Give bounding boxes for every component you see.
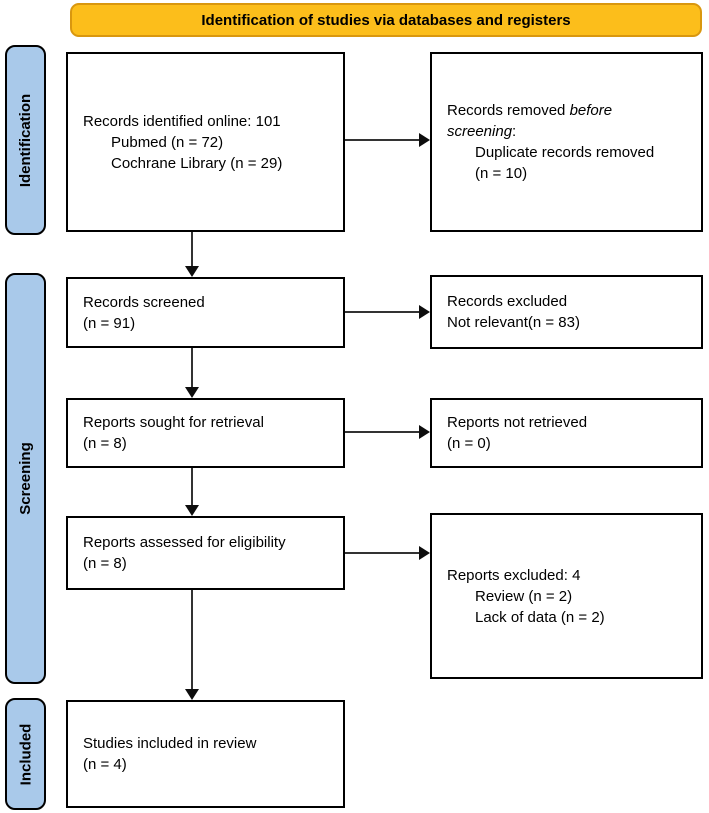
arrow-screened-to-excluded-head-icon	[419, 305, 430, 319]
arrow-identified-to-screened-head-icon	[185, 266, 199, 277]
box-text-line: Lack of data (n = 2)	[475, 608, 605, 626]
arrow-screened-to-excluded-line	[345, 311, 420, 313]
box-text-line: Reports excluded: 4	[447, 566, 581, 584]
box-text-line: Pubmed (n = 72)	[111, 133, 224, 151]
banner-identification-via-databases: Identification of studies via databases …	[70, 3, 702, 37]
box-reports-not-retrieved: Reports not retrieved (n = 0)	[430, 398, 703, 468]
stage-label-included: Included	[5, 698, 46, 810]
box-records-removed-before-screening: Records removed before screening: Duplicat…	[430, 52, 703, 232]
arrow-assessed-to-reports-excluded-head-icon	[419, 546, 430, 560]
box-text-line: Records removed before	[447, 102, 613, 119]
stage-label-identification-text: Identification	[17, 93, 34, 187]
box-text-line: Studies included in review	[83, 735, 257, 752]
arrow-sought-to-not-retrieved-line	[345, 431, 420, 433]
arrow-assessed-to-included-head-icon	[185, 689, 199, 700]
arrow-identified-to-removed-line	[345, 139, 420, 141]
box-text-line: (n = 8)	[83, 435, 127, 452]
box-text-line: Reports not retrieved	[447, 414, 588, 431]
box-text-line: Not relevant(n = 83)	[447, 314, 580, 331]
arrow-sought-to-not-retrieved-head-icon	[419, 425, 430, 439]
box-reports-assessed-for-eligibility: Reports assessed for eligibility (n = 8)	[66, 516, 345, 590]
box-text-line: Records identified online: 101	[83, 112, 281, 130]
stage-label-included-text: Included	[17, 723, 35, 785]
arrow-assessed-to-included-line	[191, 590, 193, 690]
arrow-screened-to-sought-line	[191, 348, 193, 388]
box-studies-included-in-review: Studies included in review (n = 4)	[66, 700, 345, 808]
box-records-screened: Records screened (n = 91)	[66, 277, 345, 348]
box-text-line: (n = 10)	[475, 165, 528, 182]
box-text-line: Reports assessed for eligibility	[83, 534, 286, 551]
stage-label-identification: Identification	[5, 45, 46, 235]
stage-label-screening-text: Screening	[17, 442, 34, 515]
box-text-line: Cochrane Library (n = 29)	[111, 154, 283, 172]
arrow-sought-to-assessed-line	[191, 468, 193, 506]
box-text-line: Review (n = 2)	[475, 587, 573, 605]
box-text-line: Records excluded	[447, 293, 568, 310]
box-reports-sought-for-retrieval: Reports sought for retrieval (n = 8)	[66, 398, 345, 468]
box-text-line: Duplicate records removed	[475, 144, 655, 161]
arrow-screened-to-sought-head-icon	[185, 387, 199, 398]
box-text-line: (n = 0)	[447, 435, 491, 452]
box-text-line: (n = 8)	[83, 555, 127, 572]
box-text-line: (n = 91)	[83, 314, 136, 332]
box-reports-excluded: Reports excluded: 4 Review (n = 2) Lack of…	[430, 513, 703, 679]
arrow-identified-to-screened-line	[191, 232, 193, 267]
box-text-line: Reports sought for retrieval	[83, 414, 264, 431]
stage-label-screening: Screening	[5, 273, 46, 684]
arrow-identified-to-removed-head-icon	[419, 133, 430, 147]
arrow-assessed-to-reports-excluded-line	[345, 552, 420, 554]
box-text-line: (n = 4)	[83, 756, 127, 773]
box-text-line: Records screened	[83, 293, 205, 311]
banner-label: Identification of studies via databases …	[201, 11, 571, 29]
box-text-line: screening:	[447, 123, 517, 140]
arrow-sought-to-assessed-head-icon	[185, 505, 199, 516]
